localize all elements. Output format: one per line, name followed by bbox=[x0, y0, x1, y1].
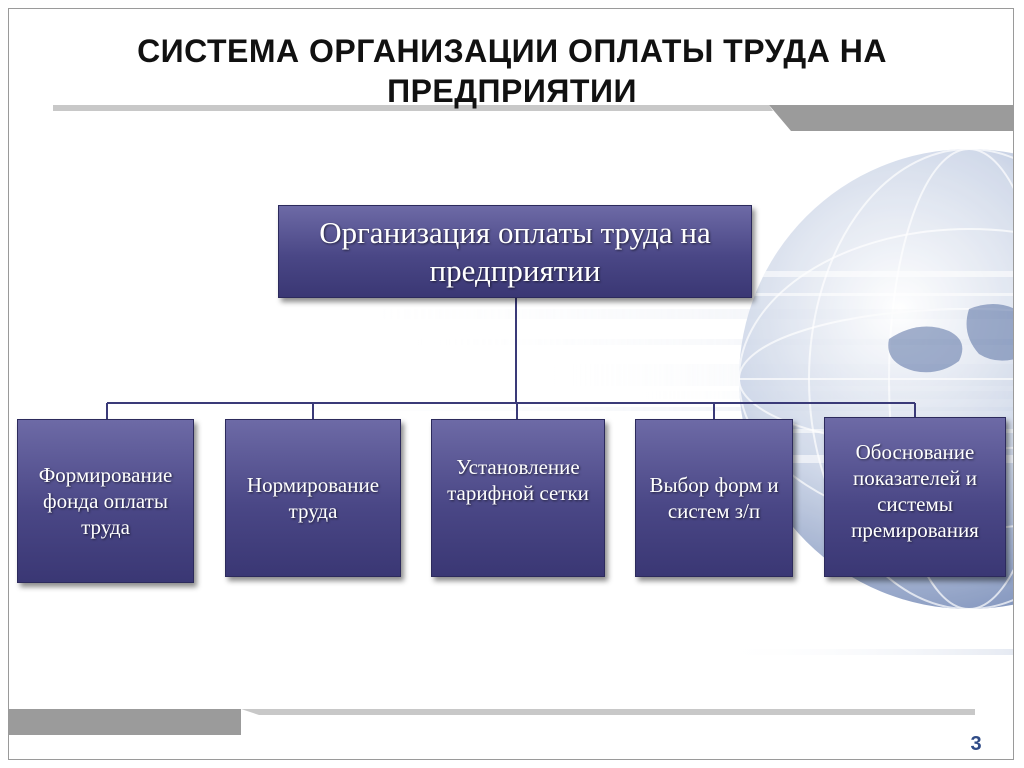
child-node-4: Выбор форм и систем з/п bbox=[635, 419, 793, 577]
slide-title-line2: ПРЕДПРИЯТИИ bbox=[387, 73, 637, 109]
slide-title: СИСТЕМА ОРГАНИЗАЦИИ ОПЛАТЫ ТРУДА НА ПРЕД… bbox=[49, 31, 975, 111]
child-node-label: Формирование фонда оплаты труда bbox=[38, 463, 173, 539]
footer-bar-left bbox=[9, 709, 241, 735]
child-node-label: Установление тарифной сетки bbox=[447, 455, 589, 505]
footer-bar-right bbox=[241, 709, 975, 715]
title-underline-bar bbox=[53, 105, 773, 111]
child-node-label: Нормирование труда bbox=[246, 473, 380, 523]
root-node: Организация оплаты труда на предприятии bbox=[278, 205, 752, 298]
slide: СИСТЕМА ОРГАНИЗАЦИИ ОПЛАТЫ ТРУДА НА ПРЕД… bbox=[8, 8, 1014, 760]
child-node-3: Установление тарифной сетки bbox=[431, 419, 605, 577]
child-node-1: Формирование фонда оплаты труда bbox=[17, 419, 194, 583]
page-number: 3 bbox=[970, 733, 982, 755]
child-node-label: Выбор форм и систем з/п bbox=[649, 473, 779, 523]
child-node-label: Обоснование показателей и системы премир… bbox=[851, 440, 979, 542]
slide-title-line1: СИСТЕМА ОРГАНИЗАЦИИ ОПЛАТЫ ТРУДА НА bbox=[137, 33, 887, 69]
background-graphic bbox=[9, 105, 1013, 735]
root-node-label: Организация оплаты труда на предприятии bbox=[319, 214, 711, 288]
child-node-5: Обоснование показателей и системы премир… bbox=[824, 417, 1006, 577]
title-accent-bar bbox=[769, 105, 1013, 131]
child-node-2: Нормирование труда bbox=[225, 419, 401, 577]
connector-lines bbox=[106, 298, 916, 419]
